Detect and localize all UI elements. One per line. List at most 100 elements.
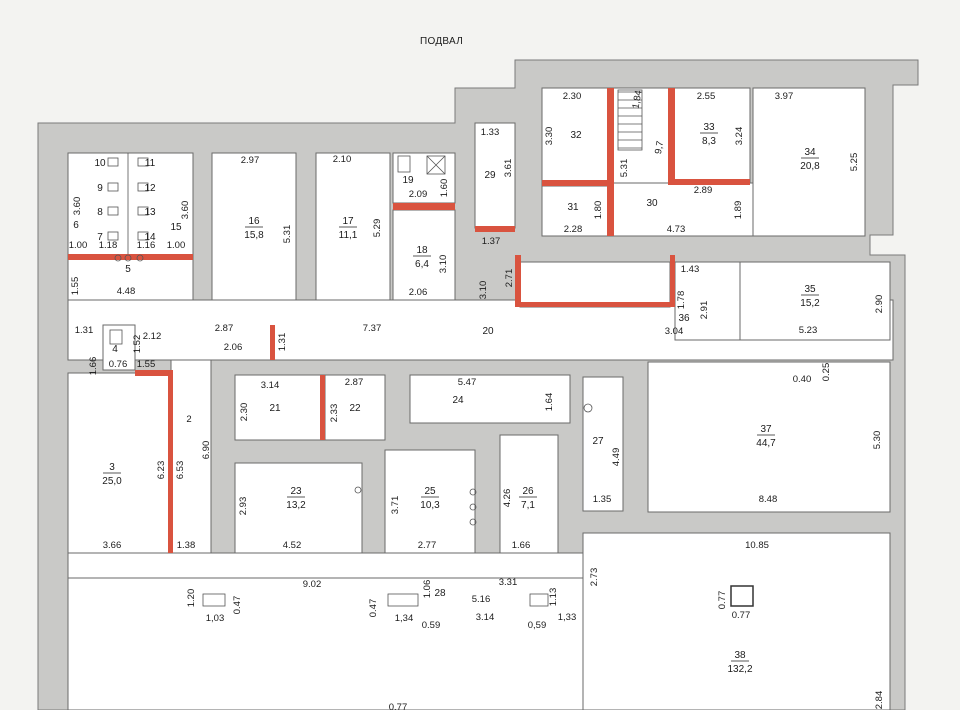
dimension-label: 1.16 <box>137 240 156 251</box>
room-number-25: 25 <box>424 486 436 497</box>
room-area-26: 7,1 <box>521 500 535 511</box>
room-area-23: 13,2 <box>286 500 306 511</box>
room-number-17: 17 <box>342 216 354 227</box>
small-boxes-28 <box>202 593 549 607</box>
dimension-label: 1,03 <box>206 613 225 624</box>
dimension-label: 4.48 <box>117 286 136 297</box>
room-number-26: 26 <box>522 486 534 497</box>
room-33 <box>669 87 751 184</box>
room-number-15: 15 <box>170 222 182 233</box>
dimension-label: 5.31 <box>282 225 293 244</box>
dimension-label: 1.52 <box>132 335 143 354</box>
room-number-14: 14 <box>144 232 156 243</box>
dimension-label: 3.97 <box>775 91 794 102</box>
room-area-34: 20,8 <box>800 161 820 172</box>
dimension-label: 4.49 <box>611 448 622 467</box>
room-area-17: 11,1 <box>339 230 358 241</box>
dimension-label: 6.53 <box>175 461 186 480</box>
room-number-19: 19 <box>402 175 414 186</box>
dimension-label: 2.30 <box>563 91 582 102</box>
dimension-label: 0.77 <box>389 702 408 710</box>
dimension-label: 2.87 <box>215 323 234 334</box>
dimension-label: 1.18 <box>99 240 118 251</box>
dimension-label: 2.06 <box>409 287 428 298</box>
dimension-label: 1.13 <box>548 588 559 607</box>
dimension-label: 1.64 <box>544 393 555 412</box>
dimension-label: 0.76 <box>109 359 128 370</box>
room-24 <box>409 374 571 424</box>
room-32 <box>541 87 611 187</box>
dimension-label: 5.47 <box>458 377 477 388</box>
room-number-12: 12 <box>144 183 156 194</box>
room-number-27: 27 <box>592 436 604 447</box>
stairs-icon <box>617 89 643 151</box>
room-20-upper <box>519 261 671 308</box>
dimension-label: 9,7 <box>653 140 666 155</box>
dimension-label: 2.89 <box>694 185 713 196</box>
room-number-11: 11 <box>145 158 156 169</box>
room-31 <box>541 185 611 237</box>
room-37 <box>647 361 891 513</box>
room-number-38: 38 <box>734 650 746 661</box>
room-area-16: 15,8 <box>244 230 264 241</box>
dimension-label: 2.97 <box>241 155 260 166</box>
dimension-label: 1,33 <box>558 612 577 623</box>
dimension-label: 2.73 <box>589 568 600 587</box>
dimension-label: 2.93 <box>238 497 249 516</box>
dimension-label: 1,34 <box>395 613 414 624</box>
dimension-label: 1.06 <box>422 580 433 599</box>
room-number-22: 22 <box>349 403 361 414</box>
room-number-28: 28 <box>434 588 446 599</box>
dimension-label: 4.26 <box>502 489 513 508</box>
dimension-label: 3.04 <box>665 326 684 337</box>
dimension-label: 4.52 <box>283 540 302 551</box>
dimension-label: 3.10 <box>478 281 489 300</box>
room-area-25: 10,3 <box>420 500 440 511</box>
toilet-icon-19 <box>397 155 446 175</box>
dimension-label: 0.77 <box>717 591 728 610</box>
dimension-label: 2.84 <box>874 691 885 710</box>
dimension-label: 5.16 <box>472 594 491 605</box>
room-36-block <box>674 261 741 341</box>
dimension-label: 1.35 <box>593 494 612 505</box>
dimension-label: 1.43 <box>681 264 700 275</box>
room-number-35: 35 <box>804 284 816 295</box>
room-number-5: 5 <box>125 264 131 275</box>
toilet-icon-4 <box>109 329 123 345</box>
dimension-label: 1.78 <box>676 291 687 310</box>
room-29 <box>474 122 516 229</box>
dimension-label: 1.89 <box>733 201 744 220</box>
room-number-34: 34 <box>804 147 816 158</box>
room-30 <box>609 182 754 237</box>
column-icon-38 <box>730 585 754 607</box>
room-number-4: 4 <box>112 344 118 355</box>
dimension-label: 1.37 <box>482 236 501 247</box>
dimension-label: 9.02 <box>303 579 322 590</box>
room-number-8: 8 <box>97 207 103 218</box>
sink-icons <box>354 403 593 526</box>
room-4 <box>102 324 136 371</box>
dimension-label: 2.09 <box>409 189 428 200</box>
room-number-30: 30 <box>646 198 658 209</box>
room-number-29: 29 <box>484 170 496 181</box>
dimension-label: 3.24 <box>734 127 745 146</box>
room-22 <box>324 374 386 441</box>
room-area-37: 44,7 <box>756 438 776 449</box>
dimension-label: 3.14 <box>476 612 495 623</box>
dimension-label: 3.30 <box>544 127 555 146</box>
room-area-35: 15,2 <box>800 298 820 309</box>
dimension-label: 3.60 <box>180 201 191 220</box>
dimension-label: 6.23 <box>156 461 167 480</box>
corridor-lower <box>67 552 584 579</box>
dimension-label: 1.55 <box>70 277 81 296</box>
dimension-label: 1.00 <box>167 240 186 251</box>
dimension-label: 1.31 <box>75 325 94 336</box>
dimension-label: 2.87 <box>345 377 364 388</box>
dimension-label: 1.00 <box>69 240 88 251</box>
room-number-10: 10 <box>94 158 106 169</box>
room-number-24: 24 <box>452 395 464 406</box>
dimension-label: 0.47 <box>368 599 379 618</box>
room-3 <box>67 372 172 554</box>
room-number-21: 21 <box>269 403 281 414</box>
